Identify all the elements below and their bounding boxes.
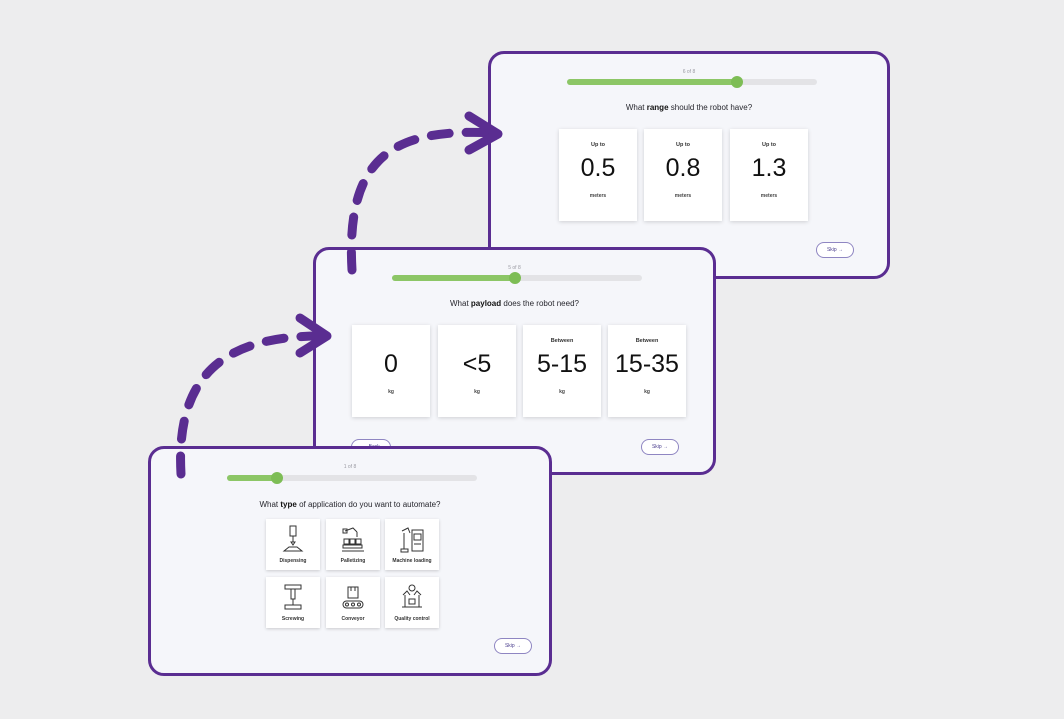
step-indicator: 5 of 8 <box>508 265 521 271</box>
progress-bar <box>227 472 477 484</box>
quality-control-icon <box>402 584 422 608</box>
screwing-icon <box>284 584 302 610</box>
option-prefix: Between <box>635 338 659 344</box>
option-label: Palletizing <box>340 558 366 564</box>
option-card-15-35[interactable]: Between 15-35 kg <box>608 325 686 417</box>
option-screwing[interactable]: Screwing <box>266 577 320 628</box>
option-card-0.8[interactable]: Up to 0.8 meters <box>644 129 722 221</box>
range-question-screen: 6 of 8 What range should the robot have?… <box>488 51 890 279</box>
option-unit: kg <box>644 389 650 395</box>
step-indicator: 1 of 8 <box>343 464 357 470</box>
option-palletizing[interactable]: Palletizing <box>326 519 380 570</box>
question-post: of application do you want to automate? <box>296 500 441 509</box>
progress-knob <box>271 472 283 484</box>
option-value: 0.8 <box>665 154 701 182</box>
skip-button[interactable]: Skip → <box>494 638 532 654</box>
dispensing-icon <box>282 525 304 552</box>
progress-fill <box>392 275 515 281</box>
option-unit: meters <box>674 193 692 199</box>
question-text: What type of application do you want to … <box>151 500 549 509</box>
option-card-0[interactable]: 0 kg <box>352 325 430 417</box>
progress-knob <box>508 272 521 284</box>
conveyor-icon <box>342 586 364 609</box>
option-label: Quality control <box>394 616 430 622</box>
skip-button[interactable]: Skip → <box>641 439 679 455</box>
question-pre: What <box>625 103 647 112</box>
option-unit: kg <box>474 389 480 395</box>
option-card-0.5[interactable]: Up to 0.5 meters <box>559 129 637 221</box>
option-prefix: Between <box>550 338 574 344</box>
progress-knob <box>731 76 743 88</box>
question-text: What payload does the robot need? <box>316 299 713 308</box>
progress-fill <box>227 475 277 481</box>
option-value: 0 <box>384 350 398 378</box>
option-value: 15-35 <box>615 350 679 378</box>
option-quality-control[interactable]: Quality control <box>385 577 439 628</box>
question-keyword: type <box>280 500 297 509</box>
option-card-1.3[interactable]: Up to 1.3 meters <box>730 129 808 221</box>
question-pre: What <box>259 500 281 509</box>
option-conveyor[interactable]: Conveyor <box>326 577 380 628</box>
question-text: What range should the robot have? <box>491 103 887 112</box>
question-post: should the robot have? <box>668 103 753 112</box>
step-indicator: 6 of 8 <box>682 69 696 75</box>
option-label: Machine loading <box>392 558 432 564</box>
option-unit: meters <box>589 193 607 199</box>
progress-fill <box>567 79 737 85</box>
option-card-under-5[interactable]: <5 kg <box>438 325 516 417</box>
option-label: Screwing <box>281 616 305 622</box>
question-pre: What <box>450 299 471 308</box>
skip-button[interactable]: Skip → <box>816 242 854 258</box>
option-value: 0.5 <box>580 154 616 182</box>
question-keyword: range <box>646 103 669 112</box>
machine-loading-icon <box>400 527 424 553</box>
option-prefix: Up to <box>761 142 777 148</box>
option-prefix: Up to <box>590 142 606 148</box>
option-unit: meters <box>760 193 778 199</box>
option-dispensing[interactable]: Dispensing <box>266 519 320 570</box>
application-type-screen: 1 of 8 What type of application do you w… <box>148 446 552 676</box>
option-machine-loading[interactable]: Machine loading <box>385 519 439 570</box>
option-label: Conveyor <box>341 616 365 622</box>
progress-bar <box>567 76 817 88</box>
progress-bar <box>392 272 642 284</box>
option-card-5-15[interactable]: Between 5-15 kg <box>523 325 601 417</box>
payload-question-screen: 5 of 8 What payload does the robot need?… <box>313 247 716 475</box>
option-prefix: Up to <box>675 142 691 148</box>
question-post: does the robot need? <box>501 299 579 308</box>
option-value: 5-15 <box>536 350 588 378</box>
option-value: <5 <box>462 350 492 378</box>
option-unit: kg <box>388 389 394 395</box>
palletizing-icon <box>342 527 364 552</box>
option-unit: kg <box>559 389 565 395</box>
question-keyword: payload <box>470 299 502 308</box>
option-value: 1.3 <box>751 154 787 182</box>
option-label: Dispensing <box>279 558 307 564</box>
